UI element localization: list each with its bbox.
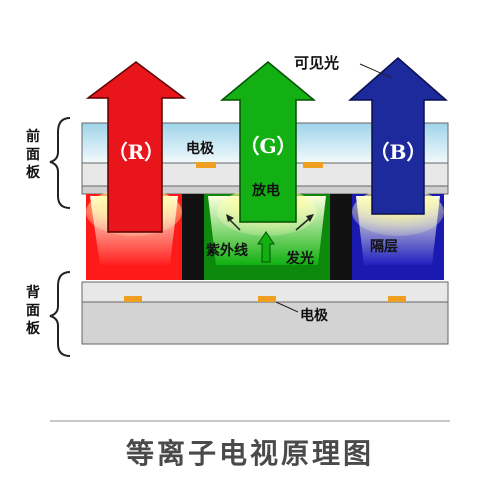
uv-ray-right-head (306, 214, 314, 222)
barrier-label: 隔层 (370, 239, 398, 255)
front-electrode-1 (196, 162, 216, 168)
back-electrode-2 (258, 296, 276, 302)
electrode-leader (275, 301, 299, 313)
electrode-top-label: 电极 (186, 141, 214, 157)
barrier-rib-2 (330, 194, 352, 280)
uv-ray-left-head (226, 214, 234, 222)
blue-light-arrow (348, 57, 448, 215)
barrier-rib-1 (182, 194, 204, 280)
discharge-label: 放电 (252, 183, 280, 199)
front-electrode-2 (303, 162, 323, 168)
arrow-g-label: （G） (239, 134, 297, 158)
back-electrode-1 (124, 296, 142, 302)
electrode-bottom-label: 电极 (300, 308, 328, 324)
front-panel-brace (49, 117, 71, 209)
arrow-b-label: （B） (369, 140, 427, 164)
emit-label: 发光 (286, 251, 314, 267)
back-panel-brace (49, 271, 71, 357)
diagram-caption: 等离子电视原理图 (125, 437, 374, 470)
arrow-r-label: （R） (107, 140, 165, 164)
uv-arrow (257, 231, 275, 263)
visible-light-label: 可见光 (294, 54, 340, 72)
back-panel-label: 背面板 (26, 285, 40, 337)
caption-divider (50, 420, 450, 422)
red-light-arrow (85, 61, 187, 233)
visible-light-leader (359, 63, 393, 79)
back-glass (81, 301, 449, 345)
uv-label: 紫外线 (206, 243, 248, 259)
green-light-arrow (219, 61, 317, 223)
back-electrode-3 (388, 296, 406, 302)
front-panel-label: 前面板 (26, 129, 40, 181)
uv-ray-right (295, 217, 311, 231)
